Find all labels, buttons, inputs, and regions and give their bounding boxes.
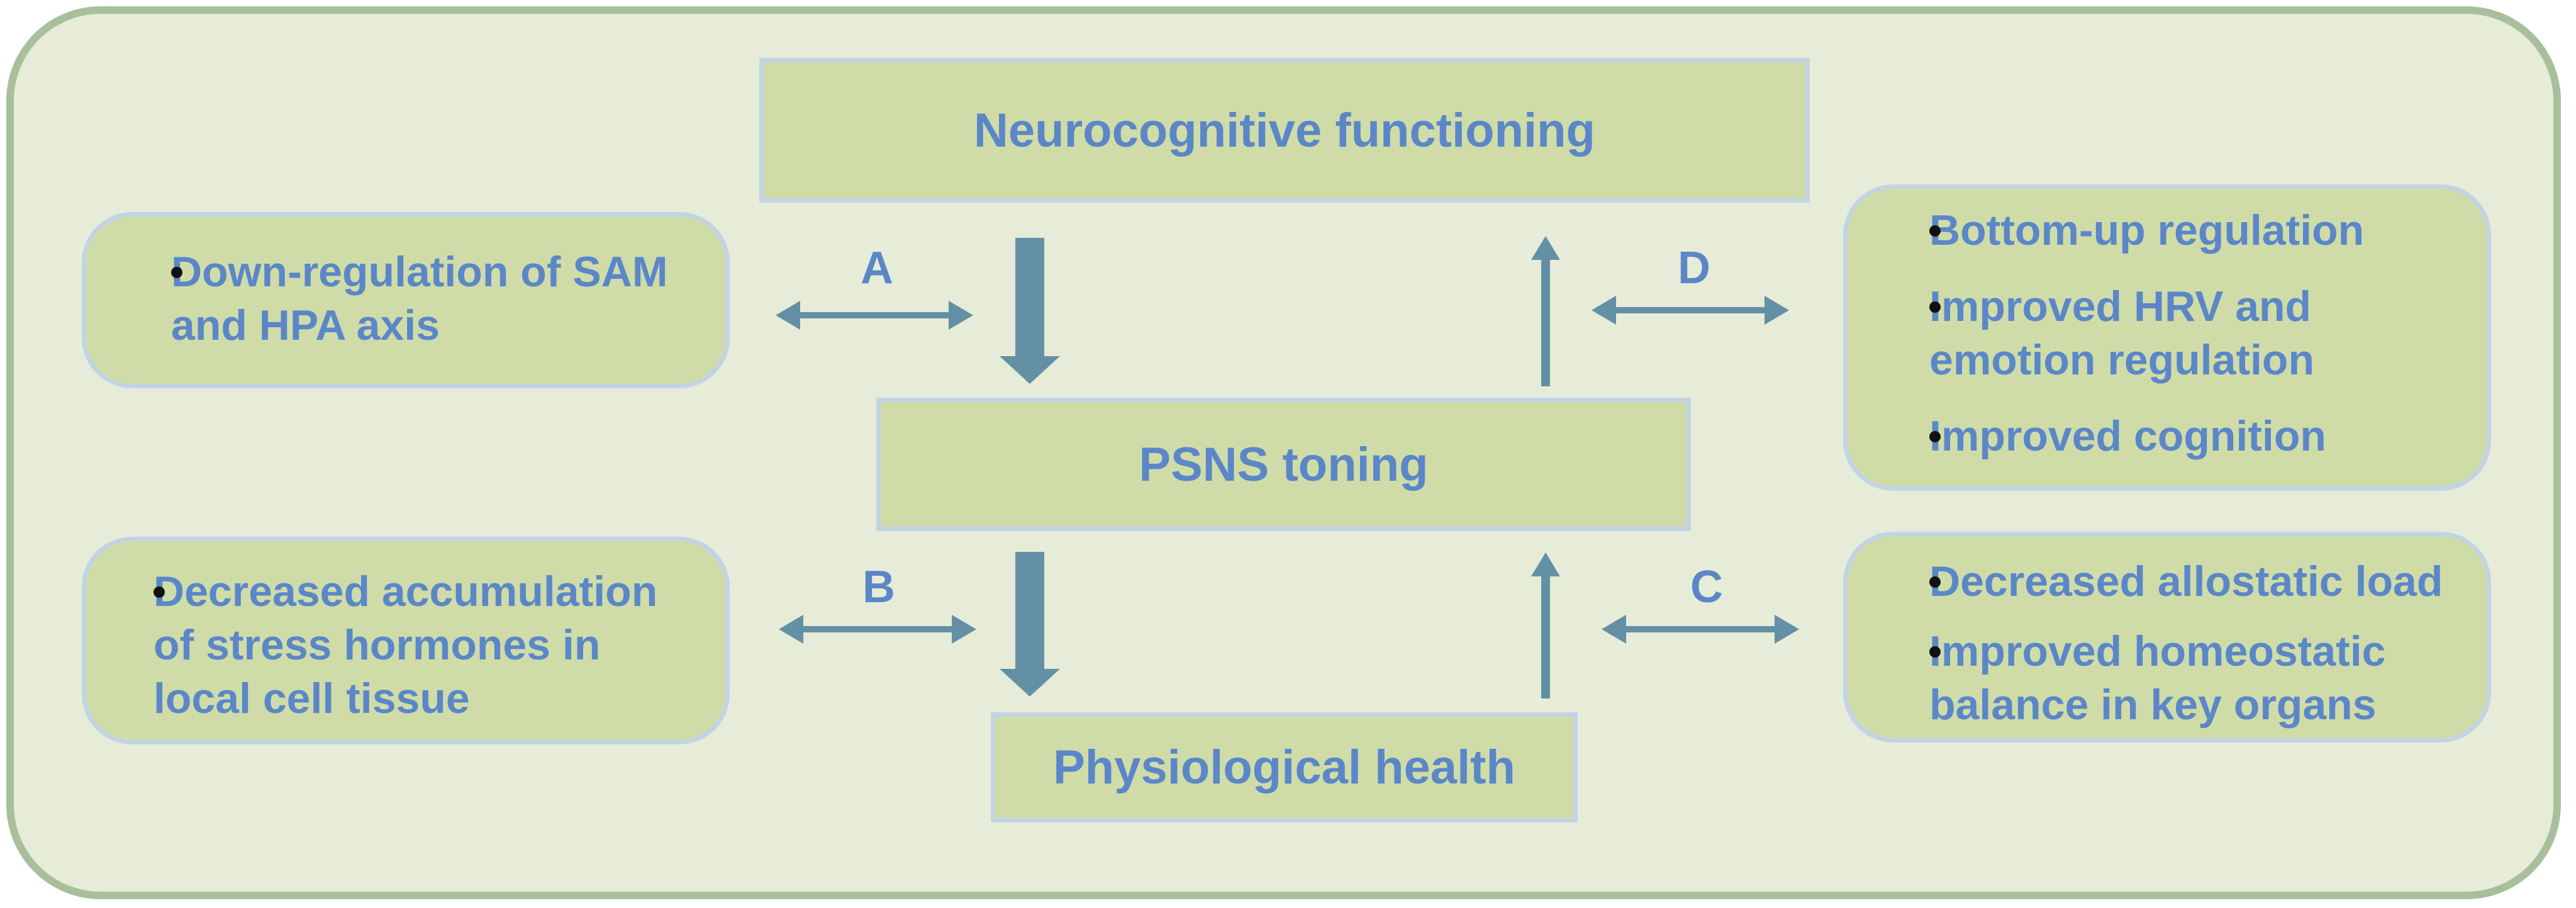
double-arrow-c — [1602, 615, 1799, 644]
label-b: B — [862, 562, 895, 612]
label-d: D — [1678, 243, 1710, 293]
double-arrow-a — [776, 301, 973, 330]
label-a: A — [861, 243, 893, 293]
regulation-effects-box: Bottom-up regulation Improved HRV and em… — [1843, 184, 2491, 491]
double-arrow-b — [779, 615, 976, 644]
psns-toning-label: PSNS toning — [1139, 437, 1429, 491]
bottom-up-regulation-item: Bottom-up regulation — [1929, 204, 2462, 257]
sam-hpa-box: Down-regulation of SAM and HPA axis — [82, 212, 730, 388]
homeostatic-balance-item: Improved homeostatic balance in key orga… — [1929, 625, 2445, 732]
label-c: C — [1690, 562, 1723, 612]
double-arrow-d — [1592, 296, 1789, 325]
improved-cognition-item: Improved cognition — [1929, 410, 2462, 463]
stress-hormones-box: Decreased accumulation of stress hormone… — [82, 537, 730, 744]
down-arrow-psns-to-physiological — [1000, 552, 1060, 697]
stress-hormones-item: Decreased accumulation of stress hormone… — [153, 565, 694, 726]
allostatic-load-item: Decreased allostatic load — [1929, 555, 2468, 608]
neurocognitive-functioning-box: Neurocognitive functioning — [759, 58, 1810, 203]
up-arrow-physiological-to-psns — [1531, 552, 1560, 698]
psns-toning-box: PSNS toning — [876, 398, 1691, 531]
sam-hpa-item: Down-regulation of SAM and HPA axis — [171, 245, 700, 352]
allostatic-load-box: Decreased allostatic load Improved homeo… — [1843, 532, 2491, 743]
physiological-health-box: Physiological health — [991, 712, 1578, 822]
physiological-health-label: Physiological health — [1053, 741, 1515, 794]
up-arrow-psns-to-neuro — [1531, 236, 1560, 386]
down-arrow-neuro-to-psns — [1000, 238, 1060, 384]
hrv-emotion-regulation-item: Improved HRV and emotion regulation — [1929, 280, 2407, 387]
neurocognitive-functioning-label: Neurocognitive functioning — [974, 103, 1595, 157]
